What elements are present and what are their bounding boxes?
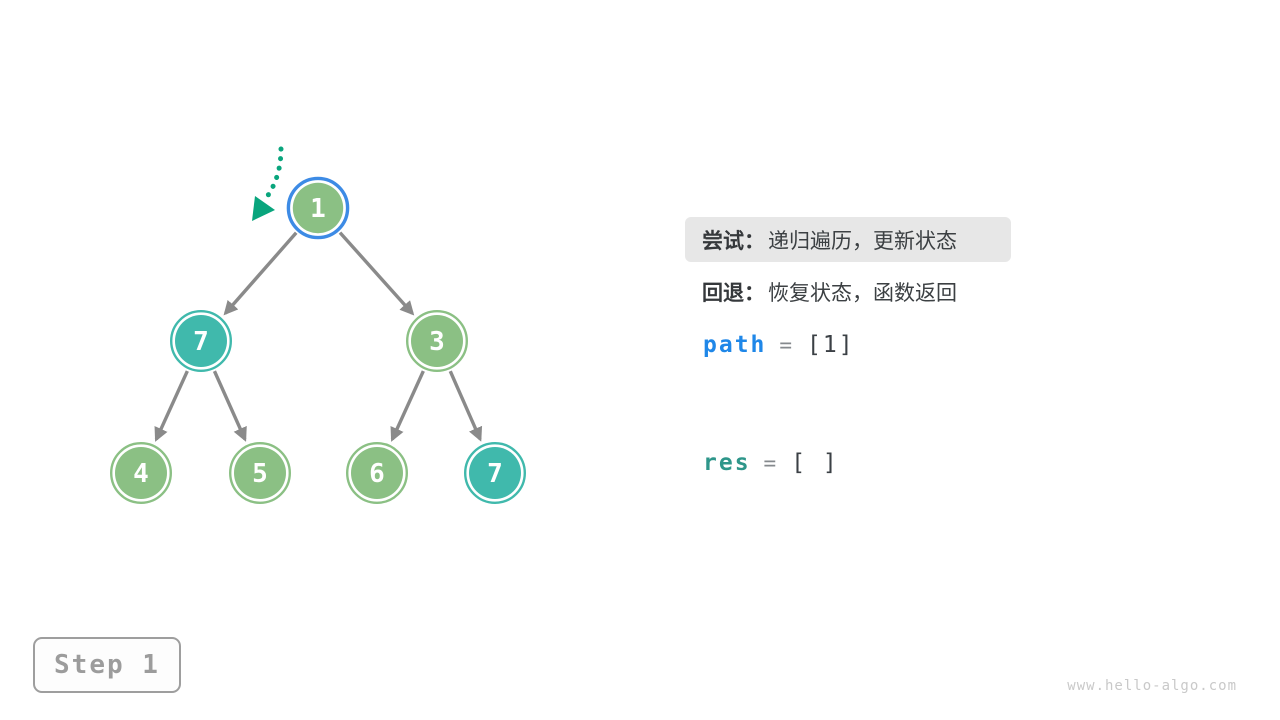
tree-edge	[223, 231, 298, 316]
tree-node-7: 7	[169, 310, 232, 373]
tree-edge	[154, 370, 189, 442]
tree-nodes: 1 7 3 4 5 6 7	[109, 176, 527, 505]
tree-node-label: 4	[133, 459, 149, 489]
tree-node-label: 3	[429, 327, 445, 357]
tree-edge	[338, 231, 415, 316]
res-equals-sign: =	[763, 451, 779, 475]
node-fill	[234, 447, 286, 499]
tree-node-label: 5	[252, 459, 268, 489]
node-fill	[115, 447, 167, 499]
tree-node-1: 1	[286, 176, 350, 240]
try-text: 递归遍历，更新状态	[768, 229, 957, 253]
backtrack-label: 回退：	[702, 282, 765, 305]
watermark: www.hello-algo.com	[1067, 678, 1237, 694]
node-fill	[469, 447, 521, 499]
tree-node-4: 4	[109, 442, 172, 505]
tree-node-7: 7	[464, 442, 527, 505]
path-variable-value: [1]	[807, 332, 855, 358]
node-fill	[175, 315, 227, 367]
tree-node-label: 6	[369, 459, 385, 489]
path-equals-sign: =	[779, 333, 795, 357]
res-variable-name: res	[703, 450, 751, 476]
tree-node-label: 7	[193, 327, 209, 357]
node-fill	[292, 182, 344, 234]
res-variable-value: [ ]	[791, 450, 839, 476]
tree-node-3: 3	[406, 310, 469, 373]
tree-edge	[448, 370, 483, 442]
tree-node-6: 6	[346, 442, 409, 505]
tree-node-label: 1	[310, 194, 326, 224]
res-variable-line: res = [ ]	[703, 449, 839, 477]
tree-edges	[154, 231, 483, 442]
node-fill	[351, 447, 403, 499]
pointer-arrowhead-icon	[252, 196, 275, 221]
try-label: 尝试：	[702, 229, 765, 253]
tree-node-label: 7	[487, 459, 503, 489]
path-variable-name: path	[703, 332, 767, 358]
tree-edge	[212, 370, 247, 442]
current-node-pointer-icon	[252, 146, 284, 221]
backtrack-text: 恢复状态，函数返回	[768, 282, 957, 305]
path-variable-line: path = [1]	[703, 331, 855, 359]
tree-edge	[390, 370, 425, 442]
pointer-dotted-line	[264, 146, 284, 200]
node-fill	[411, 315, 463, 367]
backtrack-note: 回退： 恢复状态，函数返回	[702, 278, 957, 306]
try-note: 尝试： 递归遍历，更新状态	[685, 217, 1011, 262]
step-badge-label: Step 1	[54, 650, 160, 680]
tree-node-5: 5	[228, 442, 291, 505]
binary-tree-diagram: 1 7 3 4 5 6 7	[109, 146, 527, 505]
step-badge: Step 1	[33, 637, 181, 693]
